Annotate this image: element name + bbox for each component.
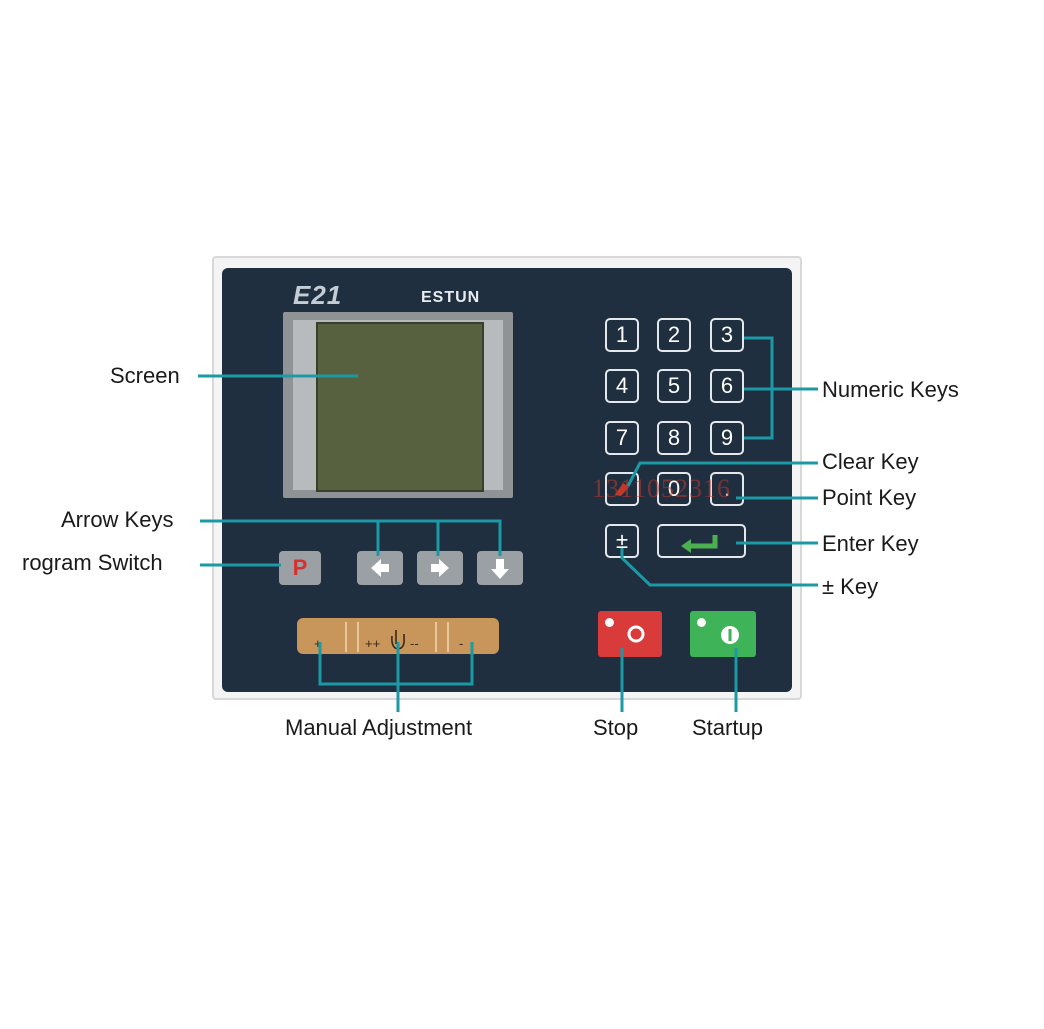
lcd-screen	[316, 322, 484, 492]
enter-key-callout: Enter Key	[822, 531, 919, 556]
clear-key[interactable]	[605, 472, 639, 506]
key-9[interactable]: 9	[710, 421, 744, 455]
key-3[interactable]: 3	[710, 318, 744, 352]
arrow-right-icon	[431, 559, 449, 577]
program-switch-button[interactable]: P	[279, 551, 321, 585]
arrow-down-icon	[491, 559, 509, 579]
arrow-left-icon	[371, 559, 389, 577]
stop-button[interactable]	[598, 611, 662, 657]
plus-minus-key-leader	[620, 548, 818, 587]
key-5[interactable]: 5	[657, 369, 691, 403]
program-key-label: P	[292, 555, 308, 580]
key-8[interactable]: 8	[657, 421, 691, 455]
model-label: E21	[293, 280, 343, 310]
key-0[interactable]: 0	[657, 472, 691, 506]
program-switch-callout: rogram Switch	[22, 550, 163, 575]
watermark: 1311052316	[592, 474, 732, 503]
arrow-right-button[interactable]	[417, 551, 463, 585]
startup-callout: Startup	[692, 715, 763, 740]
manual-adjustment-bracket	[318, 642, 474, 686]
numeric-keys-callout: Numeric Keys	[822, 377, 959, 402]
enter-key[interactable]	[657, 524, 746, 558]
startup-button[interactable]	[690, 611, 756, 657]
point-key-callout: Point Key	[822, 485, 917, 510]
clear-key-leader	[626, 461, 818, 487]
adjust-plus-label: +	[314, 636, 322, 651]
arrow-keys-leader	[200, 519, 502, 556]
screen-callout: Screen	[110, 363, 180, 388]
clear-key-callout: Clear Key	[822, 449, 919, 474]
key-4[interactable]: 4	[605, 369, 639, 403]
startup-indicator-dot	[697, 618, 706, 627]
point-key[interactable]: .	[710, 472, 744, 506]
stop-indicator-dot	[605, 618, 614, 627]
arrow-down-button[interactable]	[477, 551, 523, 585]
startup-symbol-icon	[721, 626, 739, 644]
brand-logo: ESTUN	[421, 289, 481, 306]
key-2[interactable]: 2	[657, 318, 691, 352]
manual-adjustment-callout: Manual Adjustment	[285, 715, 473, 740]
adjust-minus-minus-label: --	[410, 636, 419, 651]
key-1[interactable]: 1	[605, 318, 639, 352]
adjust-minus-label: -	[459, 636, 464, 651]
plus-minus-key-callout: ± Key	[822, 574, 879, 599]
arrow-keys-callout: Arrow Keys	[61, 507, 174, 532]
arrow-left-button[interactable]	[357, 551, 403, 585]
enter-icon	[681, 535, 718, 553]
adjust-plus-plus-label: ++	[365, 636, 381, 651]
key-7[interactable]: 7	[605, 421, 639, 455]
key-6[interactable]: 6	[710, 369, 744, 403]
clear-icon	[615, 483, 629, 496]
stop-callout: Stop	[593, 715, 639, 740]
stop-symbol-icon	[627, 625, 645, 643]
